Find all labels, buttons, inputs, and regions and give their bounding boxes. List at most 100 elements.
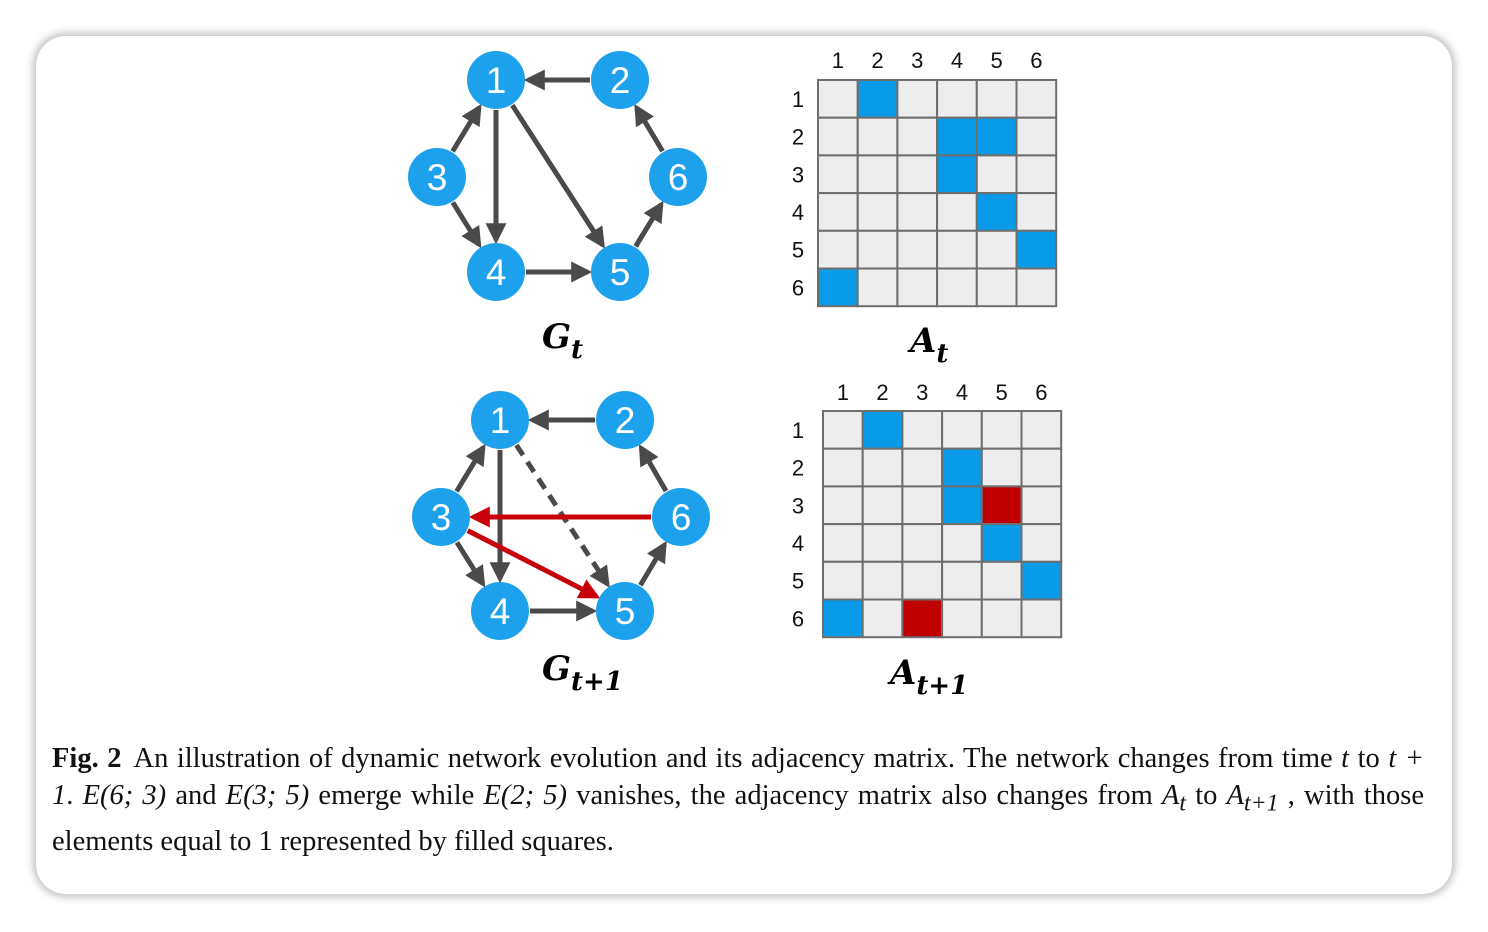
matrix-cell-1-3 [901,410,944,450]
node-3 [412,488,470,546]
matrix-col-label-1: 1 [837,380,849,405]
matrix-cell-4-4 [941,523,983,563]
node-label-4: 4 [490,591,511,632]
matrix-title-a-t-plus-1: At+1 [887,653,968,701]
node-label-5: 5 [615,591,636,632]
matrix-cell-3-3 [896,154,939,195]
node-label-2: 2 [615,400,636,441]
matrix-col-label-6: 6 [1030,48,1042,73]
matrix-cell-3-5 [975,154,1018,195]
matrix-row-label-3: 3 [792,162,804,187]
matrix-cell-5-6 [1020,560,1063,601]
matrix-cell-6-2 [856,267,899,308]
matrix-cell-3-2 [856,154,899,195]
matrix-cell-4-4 [936,192,978,232]
matrix-cell-2-1 [822,447,864,488]
matrix-cell-4-3 [901,523,944,563]
node-4 [467,243,525,301]
matrix-cell-5-6 [1015,229,1058,270]
edge-5-to-6 [633,200,664,248]
matrix-cell-3-4 [936,154,978,195]
edge-5-to-6 [638,540,667,587]
figure-card [36,36,1452,894]
matrix-cell-4-6 [1020,523,1063,563]
matrix-row-label-1: 1 [792,87,804,112]
node-1 [467,51,525,109]
matrix-col-label-2: 2 [871,48,883,73]
matrix-row-label-6: 6 [792,606,804,631]
matrix-col-label-3: 3 [916,380,928,405]
matrix-row-label-4: 4 [792,200,804,225]
matrix-cell-2-3 [896,116,939,157]
matrix-cell-2-1 [817,116,859,157]
matrix-cell-1-6 [1015,79,1058,119]
matrix-cell-4-2 [861,523,904,563]
matrix-col-label-5: 5 [991,48,1003,73]
matrix-cell-1-5 [975,79,1018,119]
matrix-cell-5-5 [980,560,1023,601]
caption-label: Fig. 2 [52,743,122,774]
matrix-cell-2-2 [856,116,899,157]
matrix-cell-2-6 [1015,116,1058,157]
matrix-row-label-2: 2 [792,456,804,481]
matrix-cell-5-4 [941,560,983,601]
matrix-cell-5-2 [861,560,904,601]
matrix-col-label-4: 4 [951,48,963,73]
matrix-cell-6-1 [822,598,864,639]
node-label-1: 1 [490,400,511,441]
matrix-col-label-1: 1 [832,48,844,73]
matrix-cell-2-5 [975,116,1018,157]
node-5 [596,582,654,640]
matrix-cell-3-3 [901,485,944,526]
node-label-1: 1 [486,60,507,101]
matrix-cell-2-5 [980,447,1023,488]
matrix-cell-3-4 [941,485,983,526]
matrix-cell-1-2 [856,79,899,119]
node-label-3: 3 [431,497,452,538]
node-label-4: 4 [486,252,507,293]
edge-3-to-1 [454,443,486,493]
matrix-cell-1-3 [896,79,939,119]
matrix-cell-1-5 [980,410,1023,450]
matrix-cell-3-6 [1020,485,1063,526]
matrix-cell-1-2 [861,410,904,450]
matrix-col-label-6: 6 [1035,380,1047,405]
matrix-row-label-6: 6 [792,275,804,300]
matrix-cell-5-2 [856,229,899,270]
matrix-cell-4-2 [856,192,899,232]
matrix-row-label-4: 4 [792,531,804,556]
edge-6-to-2 [634,103,665,153]
matrix-cell-3-1 [817,154,859,195]
matrix-cell-6-6 [1020,598,1063,639]
matrix-cell-1-1 [817,79,859,119]
node-label-6: 6 [668,157,689,198]
matrix-cell-6-3 [901,598,944,639]
matrix-cell-4-5 [975,192,1018,232]
matrix-cell-2-4 [941,447,983,488]
edge-3-to-1 [450,103,482,153]
matrix-cell-5-3 [901,560,944,601]
node-label-6: 6 [671,497,692,538]
matrix-row-label-5: 5 [792,238,804,263]
node-3 [408,148,466,206]
graph-title-g-t: Gt [542,317,583,365]
node-1 [471,391,529,449]
matrix-cell-6-3 [896,267,939,308]
matrix-cell-4-1 [817,192,859,232]
matrix-cell-2-3 [901,447,944,488]
matrix-cell-3-6 [1015,154,1058,195]
matrix-col-label-2: 2 [876,380,888,405]
matrix-cell-4-3 [896,192,939,232]
matrix-cell-6-5 [975,267,1018,308]
matrix-cell-5-5 [975,229,1018,270]
edge-3-to-5 [466,528,601,599]
matrix-cell-5-1 [817,229,859,270]
matrix-row-label-3: 3 [792,493,804,518]
matrix-cell-1-4 [941,410,983,450]
matrix-cell-2-2 [861,447,904,488]
node-label-2: 2 [610,60,631,101]
matrix-title-a-t: At [907,321,948,369]
